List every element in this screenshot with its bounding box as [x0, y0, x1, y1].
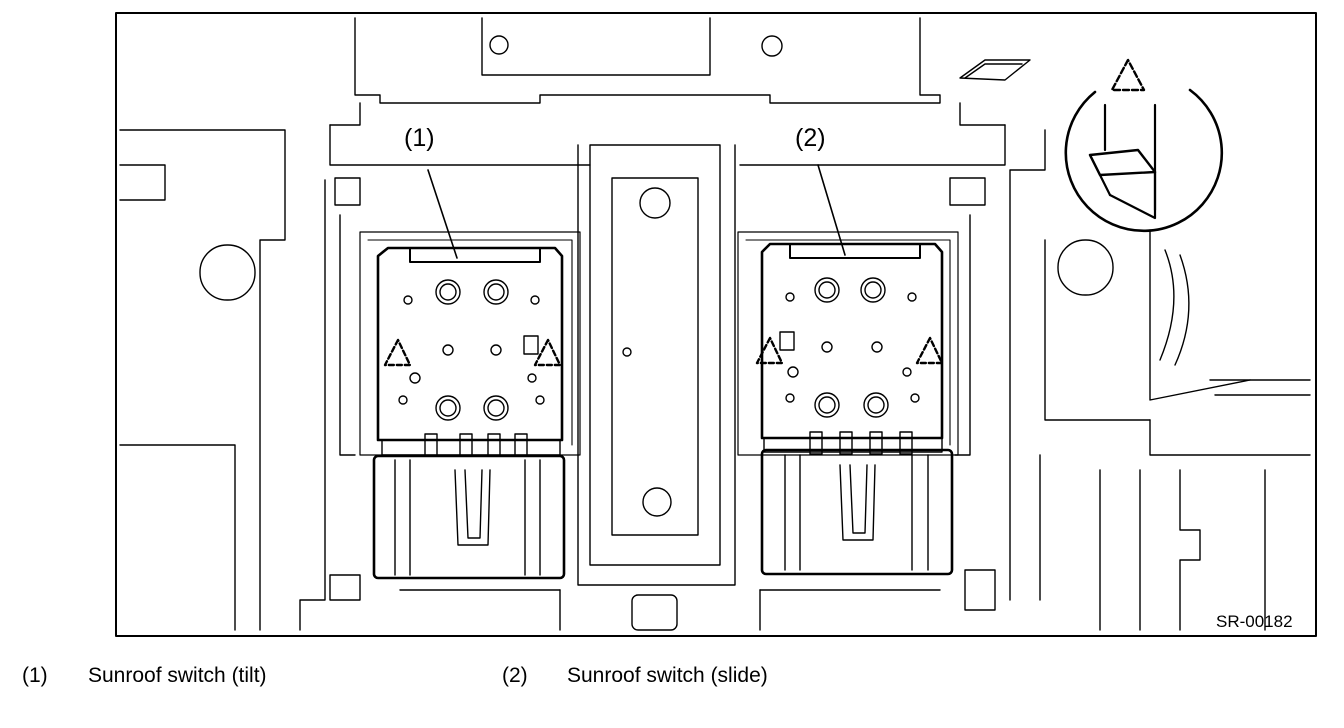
sunroof-switch-slide-drawing — [737, 231, 959, 576]
legend-text-1: Sunroof switch (tilt) — [88, 664, 267, 687]
figure-id: SR-00182 — [1216, 612, 1293, 631]
legend-num-1: (1) — [22, 664, 48, 687]
legend-num-2: (2) — [502, 664, 528, 687]
figure-legend: (1) Sunroof switch (tilt) (2) Sunroof sw… — [0, 664, 1344, 694]
sunroof-switch-tilt-drawing — [359, 231, 581, 580]
callout-label-2: (2) — [795, 124, 826, 152]
console-background — [119, 17, 1311, 631]
latch-detail-inset — [1064, 58, 1224, 233]
callout-leader-2 — [817, 164, 846, 256]
figure-frame — [115, 12, 1317, 637]
legend-text-2: Sunroof switch (slide) — [567, 664, 768, 687]
callout-label-1: (1) — [404, 124, 435, 152]
callout-leader-1 — [427, 169, 458, 259]
